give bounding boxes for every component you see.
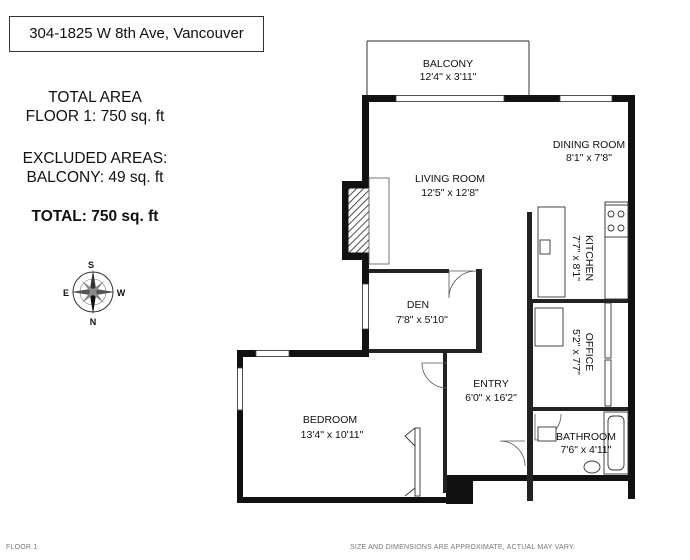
balcony-area: BALCONY: 49 sq. ft <box>26 169 164 186</box>
interior-walls <box>369 212 628 501</box>
disclaimer-footer: SIZE AND DIMENSIONS ARE APPROXIMATE, ACT… <box>350 544 576 551</box>
entry-label: ENTRY <box>473 378 508 390</box>
balcony-dims: 12'4" x 3'11" <box>420 71 477 83</box>
kitchen-label: KITCHEN <box>583 235 595 281</box>
total-area-heading: TOTAL AREA <box>48 89 142 106</box>
entry-dims: 6'0" x 16'2" <box>465 392 517 404</box>
balcony-outline <box>366 40 530 96</box>
kitchen-dims: 7'7" x 8'1" <box>570 235 582 281</box>
address-text: 304-1825 W 8th Ave, Vancouver <box>29 25 244 42</box>
excluded-areas-heading: EXCLUDED AREAS: <box>22 150 168 167</box>
compass-w: W <box>117 288 126 298</box>
office-dims: 5'2" x 7'7" <box>570 329 582 375</box>
bathroom-label: BATHROOM <box>556 431 616 443</box>
door-swings <box>421 270 562 467</box>
total-area: TOTAL: 750 sq. ft <box>31 208 159 225</box>
floor1-area: FLOOR 1: 750 sq. ft <box>25 108 165 125</box>
bedroom-dims: 13'4" x 10'11" <box>301 429 364 441</box>
windows <box>237 95 613 411</box>
floor-footer-label: FLOOR 1 <box>6 544 38 551</box>
office-label: OFFICE <box>583 333 595 372</box>
compass-n: N <box>90 317 97 327</box>
dining-room-dims: 8'1" x 7'8" <box>566 152 612 164</box>
bathroom-dims: 7'6" x 4'11" <box>561 444 612 456</box>
balcony-label: BALCONY <box>423 58 473 70</box>
bedroom-label: BEDROOM <box>303 414 357 426</box>
fireplace <box>347 177 390 265</box>
kitchen-fixtures <box>534 201 629 347</box>
bathroom-fixtures <box>537 411 629 475</box>
den-label: DEN <box>407 299 429 311</box>
den-dims: 7'8" x 5'10" <box>396 314 448 326</box>
address-box: 304-1825 W 8th Ave, Vancouver <box>9 16 264 52</box>
compass-rose: S N E W <box>63 260 126 327</box>
dining-room-label: DINING ROOM <box>553 139 625 151</box>
living-room-label: LIVING ROOM <box>415 173 485 185</box>
compass-e: E <box>63 288 69 298</box>
living-room-dims: 12'5" x 12'8" <box>421 187 479 199</box>
compass-s: S <box>88 260 94 270</box>
closet-doors <box>404 302 612 497</box>
